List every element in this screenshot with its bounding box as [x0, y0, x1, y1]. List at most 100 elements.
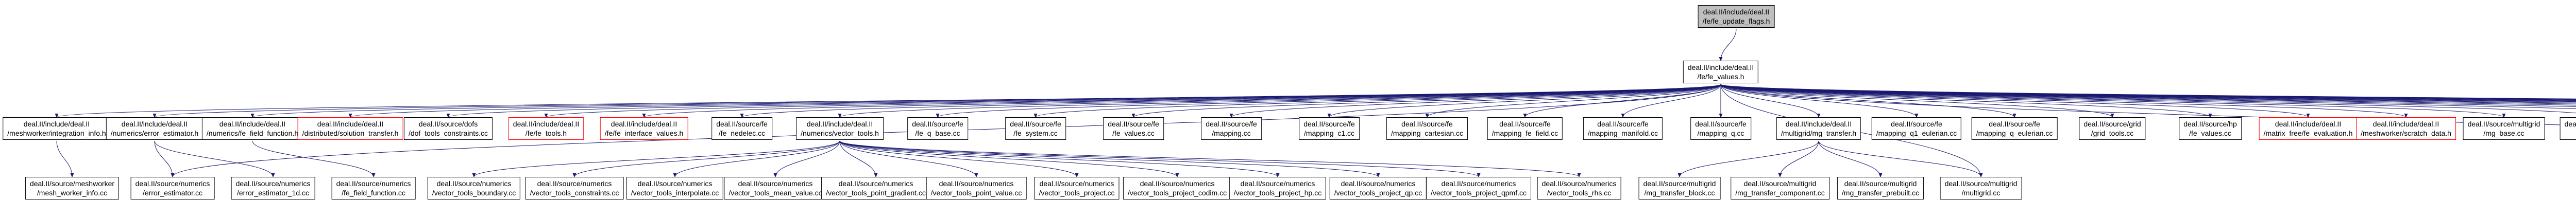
- graph-node-m13[interactable]: deal.II/source/fe/mapping_c1.cc: [1299, 117, 1360, 140]
- graph-node-label: deal.II/source/fe: [1989, 120, 2040, 128]
- graph-node-label: deal.II/source/fe: [716, 120, 768, 128]
- graph-node-m8[interactable]: deal.II/include/deal.II/numerics/vector_…: [796, 117, 884, 140]
- graph-node-label: /vector_tools_constraints.cc: [530, 189, 619, 197]
- graph-edge-m8-b7: [773, 140, 840, 177]
- graph-node-m2[interactable]: deal.II/include/deal.II/numerics/fe_fiel…: [201, 117, 303, 140]
- graph-node-m18[interactable]: deal.II/include/deal.II/multigrid/mg_tra…: [1776, 117, 1861, 140]
- graph-node-label: /meshworker/scratch_data.h: [2361, 129, 2451, 137]
- graph-node-label: /vector_tools_project_hp.cc: [1233, 189, 1322, 197]
- graph-node-label: deal.II/source/fe: [1108, 120, 1159, 128]
- graph-node-label: deal.II/source/numerics: [637, 179, 713, 188]
- graph-edge-m8-b11: [839, 140, 1179, 177]
- graph-node-label: deal.II/source/multigrid: [1743, 179, 1817, 188]
- graph-node-label: /mg_base.cc: [2483, 129, 2524, 137]
- graph-node-b2[interactable]: deal.II/source/numerics/error_estimator_…: [231, 177, 315, 199]
- graph-node-label: deal.II/source/fe: [1010, 120, 1061, 128]
- graph-edge-m18-b19: [1818, 140, 1983, 177]
- graph-edge-m1-b1: [154, 140, 175, 177]
- graph-node-b3[interactable]: deal.II/source/numerics/fe_field_functio…: [331, 177, 416, 199]
- graph-node-label: deal.II/source/dofs: [418, 120, 478, 128]
- graph-node-label: deal.II/source/numerics: [1039, 179, 1114, 188]
- graph-node-b9[interactable]: deal.II/source/numerics/vector_tools_poi…: [926, 177, 1027, 199]
- graph-node-label: /mapping_q1_eulerian.cc: [1876, 129, 1957, 137]
- graph-node-label: /vector_tools_point_value.cc: [930, 189, 1022, 197]
- graph-node-m25[interactable]: deal.II/source/multigrid/mg_base.cc: [2463, 117, 2545, 140]
- graph-node-m22[interactable]: deal.II/source/hp/fe_values.cc: [2179, 117, 2242, 140]
- graph-edge-m8-b15: [839, 140, 1581, 177]
- graph-node-b6[interactable]: deal.II/source/numerics/vector_tools_int…: [626, 177, 724, 199]
- graph-node-b13[interactable]: deal.II/source/numerics/vector_tools_pro…: [1329, 177, 1427, 199]
- graph-node-label: /fe/fe_update_flags.h: [1702, 17, 1770, 25]
- graph-node-label: /error_estimator.cc: [143, 189, 202, 197]
- graph-node-label: /vector_tools_point_gradient.cc: [826, 189, 926, 197]
- graph-node-b10[interactable]: deal.II/source/numerics/vector_tools_pro…: [1034, 177, 1120, 199]
- graph-node-m6[interactable]: deal.II/include/deal.II/fe/fe_interface_…: [600, 117, 688, 140]
- graph-node-m23[interactable]: deal.II/include/deal.II/matrix_free/fe_e…: [2259, 117, 2358, 140]
- graph-node-label: deal.II/include/deal.II: [317, 120, 384, 128]
- graph-node-b18[interactable]: deal.II/source/multigrid/mg_transfer_pre…: [1837, 177, 1924, 199]
- graph-node-b15[interactable]: deal.II/source/numerics/vector_tools_rhs…: [1537, 177, 1621, 199]
- graph-node-b14[interactable]: deal.II/source/numerics/vector_tools_pro…: [1426, 177, 1531, 199]
- graph-node-label: /fe_nedelec.cc: [718, 129, 766, 137]
- graph-node-label: deal.II/source/fe: [1597, 120, 1649, 128]
- graph-edge-n1-m12: [1229, 84, 1721, 118]
- graph-node-label: deal.II/source/numerics: [738, 179, 813, 188]
- graph-node-m19[interactable]: deal.II/source/fe/mapping_q1_eulerian.cc: [1871, 117, 1962, 140]
- graph-node-m26[interactable]: deal.II/source/numerics/data_out.cc: [2560, 117, 2576, 140]
- graph-node-label: /vector_tools_project_qp.cc: [1334, 189, 1422, 197]
- graph-node-b16[interactable]: deal.II/source/multigrid/mg_transfer_blo…: [1638, 177, 1721, 199]
- graph-edge-m8-b9: [839, 140, 978, 177]
- graph-node-b1[interactable]: deal.II/source/numerics/error_estimator.…: [130, 177, 215, 199]
- graph-node-m3[interactable]: deal.II/include/deal.II/distributed/solu…: [297, 117, 403, 140]
- graph-node-m12[interactable]: deal.II/source/fe/mapping.cc: [1201, 117, 1262, 140]
- graph-node-b17[interactable]: deal.II/source/multigrid/mg_transfer_com…: [1731, 177, 1829, 199]
- graph-node-b0[interactable]: deal.II/source/meshworker/mesh_worker_in…: [25, 177, 120, 199]
- graph-node-label: /fe_values.cc: [1112, 129, 1155, 137]
- graph-node-label: /numerics/vector_tools.h: [801, 129, 879, 137]
- graph-node-m7[interactable]: deal.II/source/fe/fe_nedelec.cc: [711, 117, 772, 140]
- graph-edge-n1-m25: [1720, 84, 2506, 118]
- graph-node-m16[interactable]: deal.II/source/fe/mapping_manifold.cc: [1583, 117, 1663, 140]
- graph-node-b19[interactable]: deal.II/source/multigrid/multigrid.cc: [1940, 177, 2022, 199]
- graph-node-label: deal.II/source/numerics: [135, 179, 210, 188]
- graph-node-m1[interactable]: deal.II/include/deal.II/numerics/error_e…: [106, 117, 204, 140]
- graph-node-b4[interactable]: deal.II/source/numerics/vector_tools_bou…: [427, 177, 521, 199]
- graph-edge-n1-m16: [1621, 84, 1721, 118]
- graph-node-m10[interactable]: deal.II/source/fe/fe_system.cc: [1005, 117, 1066, 140]
- graph-edge-n0-n1: [1719, 28, 1737, 61]
- graph-node-label: /fe/fe_values.h: [1697, 72, 1744, 81]
- graph-node-label: deal.II/source/multigrid: [1643, 179, 1716, 188]
- graph-edge-n1-m10: [1033, 84, 1721, 118]
- graph-node-label: /numerics/error_estimator.h: [110, 129, 199, 137]
- graph-node-label: deal.II/source/fe: [1401, 120, 1453, 128]
- graph-node-b12[interactable]: deal.II/source/numerics/vector_tools_pro…: [1229, 177, 1327, 199]
- graph-node-m17[interactable]: deal.II/source/fe/mapping_q.cc: [1690, 117, 1751, 140]
- graph-node-m0[interactable]: deal.II/include/deal.II/meshworker/integ…: [3, 117, 111, 140]
- graph-node-m5[interactable]: deal.II/include/deal.II/fe/fe_tools.h: [508, 117, 584, 140]
- graph-edge-n1-m28: [1720, 84, 2576, 107]
- graph-node-m21[interactable]: deal.II/source/grid/grid_tools.cc: [2079, 117, 2146, 140]
- graph-node-label: deal.II/source/fe: [1499, 120, 1551, 128]
- graph-edge-n1-m19: [1720, 84, 1919, 118]
- graph-node-label: /error_estimator_1d.cc: [236, 189, 310, 197]
- graph-node-m9[interactable]: deal.II/source/fe/fe_q_base.cc: [907, 117, 968, 140]
- graph-node-label: /mapping_q_eulerian.cc: [1976, 129, 2053, 137]
- graph-edge-n1-m22: [1720, 84, 2212, 118]
- graph-node-b11[interactable]: deal.II/source/numerics/vector_tools_pro…: [1123, 177, 1232, 199]
- graph-edge-m2-b3: [252, 140, 376, 177]
- graph-edge-n1-m3: [349, 84, 1721, 118]
- graph-node-m14[interactable]: deal.II/source/fe/mapping_cartesian.cc: [1386, 117, 1468, 140]
- graph-node-b7[interactable]: deal.II/source/numerics/vector_tools_mea…: [724, 177, 827, 199]
- graph-node-m20[interactable]: deal.II/source/fe/mapping_q_eulerian.cc: [1971, 117, 2058, 140]
- graph-node-m4[interactable]: deal.II/source/dofs/dof_tools_constraint…: [403, 117, 493, 140]
- graph-node-b5[interactable]: deal.II/source/numerics/vector_tools_con…: [525, 177, 624, 199]
- graph-node-m24[interactable]: deal.II/include/deal.II/meshworker/scrat…: [2356, 117, 2456, 140]
- graph-node-m15[interactable]: deal.II/source/fe/mapping_fe_field.cc: [1487, 117, 1563, 140]
- graph-node-n1[interactable]: deal.II/include/deal.II/fe/fe_values.h: [1683, 61, 1759, 83]
- graph-node-label: deal.II/include/deal.II: [611, 120, 677, 128]
- graph-node-n0[interactable]: deal.II/include/deal.II/fe/fe_update_fla…: [1698, 5, 1775, 28]
- graph-node-m11[interactable]: deal.II/source/fe/fe_values.cc: [1103, 117, 1164, 140]
- graph-node-label: /mapping_c1.cc: [1303, 129, 1355, 137]
- graph-node-b8[interactable]: deal.II/source/numerics/vector_tools_poi…: [821, 177, 930, 199]
